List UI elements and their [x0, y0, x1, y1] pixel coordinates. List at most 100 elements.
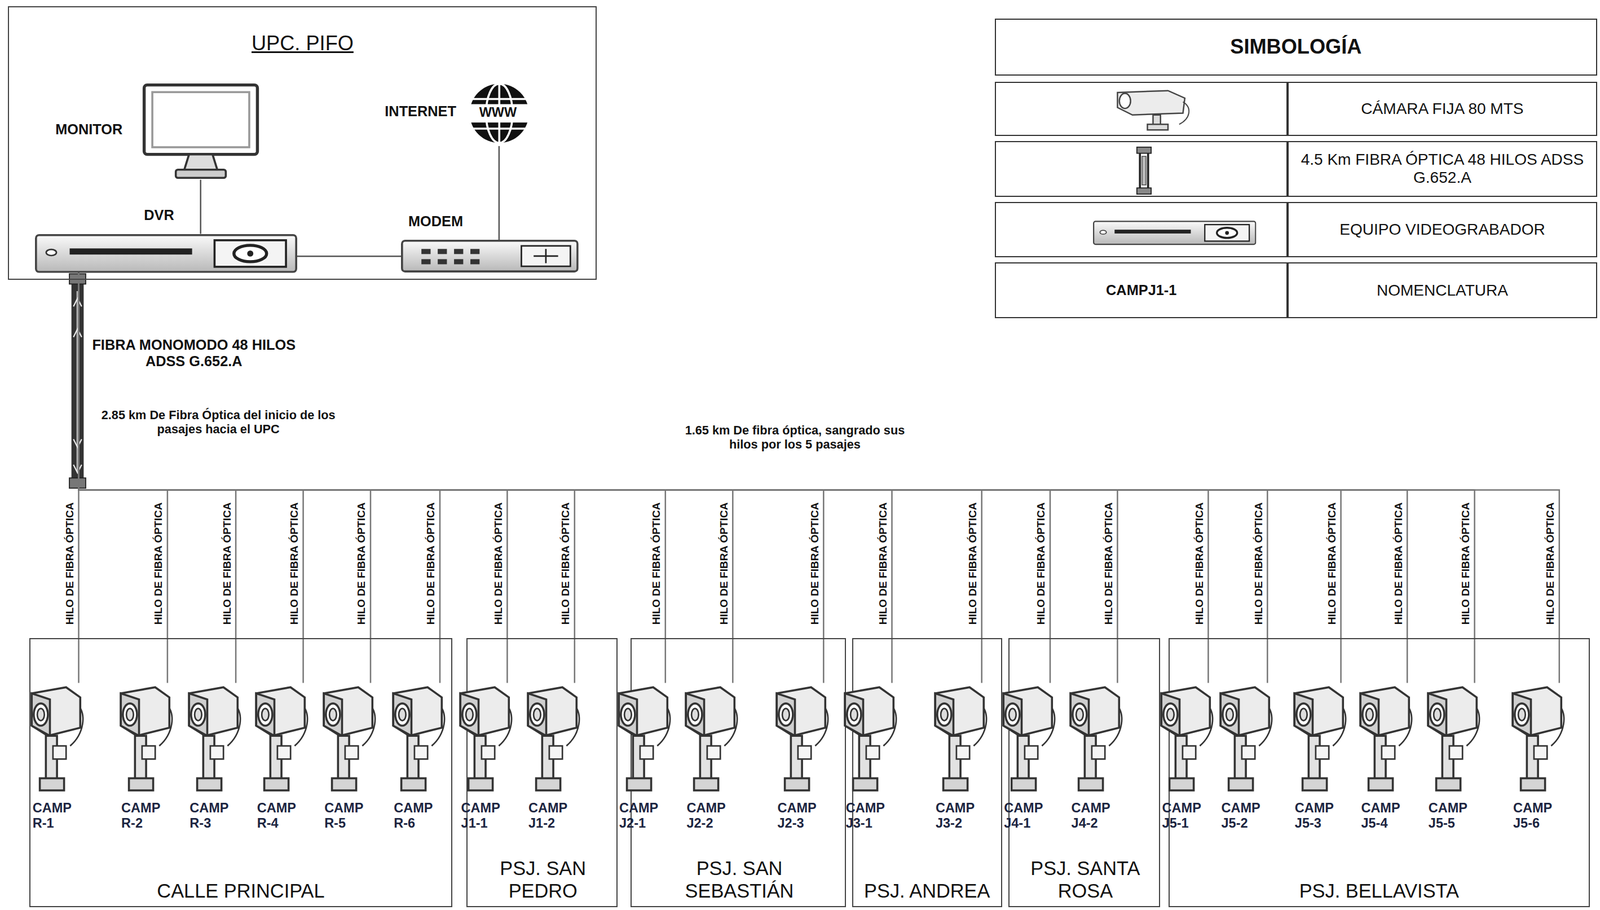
- legend-cell: [994, 201, 1288, 258]
- fiber-connector: [78, 272, 1118, 683]
- fiber-connector: [78, 272, 1342, 683]
- camera-id: CAMP J2-3: [777, 800, 825, 831]
- camera-id: CAMP J3-1: [845, 800, 894, 831]
- legend-cell: CÁMARA FIJA 80 MTS: [1287, 81, 1597, 136]
- fixed-camera: CAMP J5-5: [1421, 682, 1488, 841]
- fiber-connector: [78, 272, 508, 683]
- street-group-box: PSJ. SANTA ROSACAMP J4-1CAMP J4-2: [1008, 637, 1161, 908]
- fiber-cable: [71, 275, 85, 488]
- fixed-camera: CAMP J5-2: [1214, 682, 1280, 841]
- cable-end: [69, 477, 86, 488]
- street-name: PSJ. SANTA ROSA: [1021, 857, 1149, 902]
- fixed-camera: CAMP R-6: [386, 682, 453, 841]
- cam-icon: [770, 682, 832, 793]
- fiber-thread-label: HILO DE FIBRA ÓPTICA: [152, 500, 166, 626]
- cam-icon: [997, 682, 1059, 793]
- device-label: MODEM: [408, 213, 464, 230]
- station-title: UPC. PIFO: [9, 31, 596, 56]
- fiber-thread-label: HILO DE FIBRA ÓPTICA: [967, 500, 980, 626]
- fiber-thread-label: HILO DE FIBRA ÓPTICA: [808, 500, 822, 626]
- cam-icon: [114, 682, 176, 793]
- monitor-device: MONITOR: [142, 82, 260, 180]
- camera-id: CAMP J2-1: [619, 800, 667, 831]
- camera-id: CAMP R-1: [32, 800, 81, 831]
- fiber-thread-label: HILO DE FIBRA ÓPTICA: [876, 500, 890, 626]
- globe-text: WWW: [467, 103, 530, 122]
- fiber-connector: [78, 272, 441, 683]
- fiber-thread-label: HILO DE FIBRA ÓPTICA: [492, 500, 505, 626]
- fiber-connector: [78, 272, 982, 683]
- fixed-camera: CAMP J3-2: [928, 682, 995, 841]
- station-box: UPC. PIFOMONITORINTERNETDVRMODEM: [7, 6, 597, 280]
- mon-icon: [142, 82, 260, 180]
- fiber-thread-label: HILO DE FIBRA ÓPTICA: [63, 500, 77, 626]
- fiber-thread-label: HILO DE FIBRA ÓPTICA: [1035, 500, 1048, 626]
- street-name: CALLE PRINCIPAL: [30, 879, 451, 903]
- fiber-thread-label: HILO DE FIBRA ÓPTICA: [288, 500, 302, 626]
- legend-cell: 4.5 Km FIBRA ÓPTICA 48 HILOS ADSS G.652.…: [1287, 140, 1597, 198]
- dvr-icon: [1092, 215, 1256, 251]
- cam-icon: [679, 682, 742, 793]
- camera-id: CAMP J1-1: [461, 800, 509, 831]
- cam-icon: [928, 682, 991, 793]
- fixed-camera: CAMP J2-2: [679, 682, 746, 841]
- street-group-box: PSJ. BELLAVISTACAMP J5-1CAMP J5-2CAMP J5…: [1168, 637, 1590, 908]
- fiber-connector: [78, 272, 1560, 683]
- fiber-thread-label: HILO DE FIBRA ÓPTICA: [221, 500, 234, 626]
- fixed-camera: CAMP J1-2: [521, 682, 588, 841]
- camera-id: CAMP J2-2: [686, 800, 734, 831]
- fixed-camera: CAMP R-1: [25, 682, 91, 841]
- legend-text: 4.5 Km FIBRA ÓPTICA 48 HILOS ADSS G.652.…: [1288, 142, 1596, 197]
- legend-text: CÁMARA FIJA 80 MTS: [1288, 82, 1596, 135]
- legend-cell: CAMPJ1-1: [994, 262, 1288, 319]
- camera-id: CAMP R-5: [324, 800, 372, 831]
- camera-id: CAMP R-2: [121, 800, 169, 831]
- street-name: PSJ. ANDREA: [853, 879, 1002, 903]
- cable-marks: [73, 298, 82, 473]
- cam-icon: [1214, 682, 1276, 793]
- camera-id: CAMP J5-4: [1360, 800, 1409, 831]
- street-name: PSJ. BELLAVISTA: [1169, 879, 1589, 903]
- street-group-box: PSJ. ANDREACAMP J3-1CAMP J3-2: [852, 637, 1003, 908]
- fixed-camera: CAMP J2-3: [770, 682, 836, 841]
- device-label: DVR: [143, 206, 174, 224]
- device-label: MONITOR: [55, 121, 123, 138]
- fixed-camera: CAMP R-4: [249, 682, 316, 841]
- cable-note: 2.85 km De Fibra Óptica del inicio de lo…: [89, 408, 347, 437]
- legend-cell: NOMENCLATURA: [1287, 262, 1597, 319]
- fiber-thread-label: HILO DE FIBRA ÓPTICA: [1392, 500, 1405, 626]
- cam-icon: [612, 682, 674, 793]
- fiber-connector: [78, 272, 1475, 683]
- fiber-thread-label: HILO DE FIBRA ÓPTICA: [1193, 500, 1206, 626]
- camera-id: CAMP J4-2: [1071, 800, 1119, 831]
- street-group-box: PSJ. SAN SEBASTIÁNCAMP J2-1CAMP J2-2CAMP…: [630, 637, 846, 908]
- fixed-camera: CAMP J5-4: [1354, 682, 1420, 841]
- fixed-camera: CAMP J5-1: [1155, 682, 1221, 841]
- nomenclature-sample: CAMPJ1-1: [995, 263, 1287, 318]
- dvr-device: DVR: [34, 234, 298, 273]
- fiber-connector: [297, 255, 402, 258]
- fiber-thread-label: HILO DE FIBRA ÓPTICA: [717, 500, 731, 626]
- fiber-connector: [78, 272, 1051, 683]
- legend-cell: SIMBOLOGÍA: [994, 18, 1597, 76]
- camera-id: CAMP J5-2: [1221, 800, 1269, 831]
- street-name: PSJ. SAN SEBASTIÁN: [675, 857, 804, 902]
- fiber-connector: [78, 272, 304, 683]
- fiber-connector: [78, 272, 575, 683]
- cam-icon: [1506, 682, 1568, 793]
- fixed-camera: CAMP J3-1: [838, 682, 905, 841]
- fiber-connector: [78, 272, 734, 683]
- modem-device: MODEM: [400, 239, 579, 273]
- camera-id: CAMP J5-5: [1428, 800, 1476, 831]
- legend-text: EQUIPO VIDEOGRABADOR: [1288, 203, 1596, 257]
- fiber-connector: [78, 272, 168, 683]
- cam-icon: [1064, 682, 1126, 793]
- cam-icon: [1421, 682, 1484, 793]
- fiber-thread-label: HILO DE FIBRA ÓPTICA: [650, 500, 664, 626]
- camera-id: CAMP J5-6: [1513, 800, 1561, 831]
- fiber-connector: [78, 272, 372, 683]
- camera-id: CAMP J1-2: [528, 800, 576, 831]
- legend-text: NOMENCLATURA: [1288, 263, 1596, 318]
- cam-icon: [25, 682, 87, 793]
